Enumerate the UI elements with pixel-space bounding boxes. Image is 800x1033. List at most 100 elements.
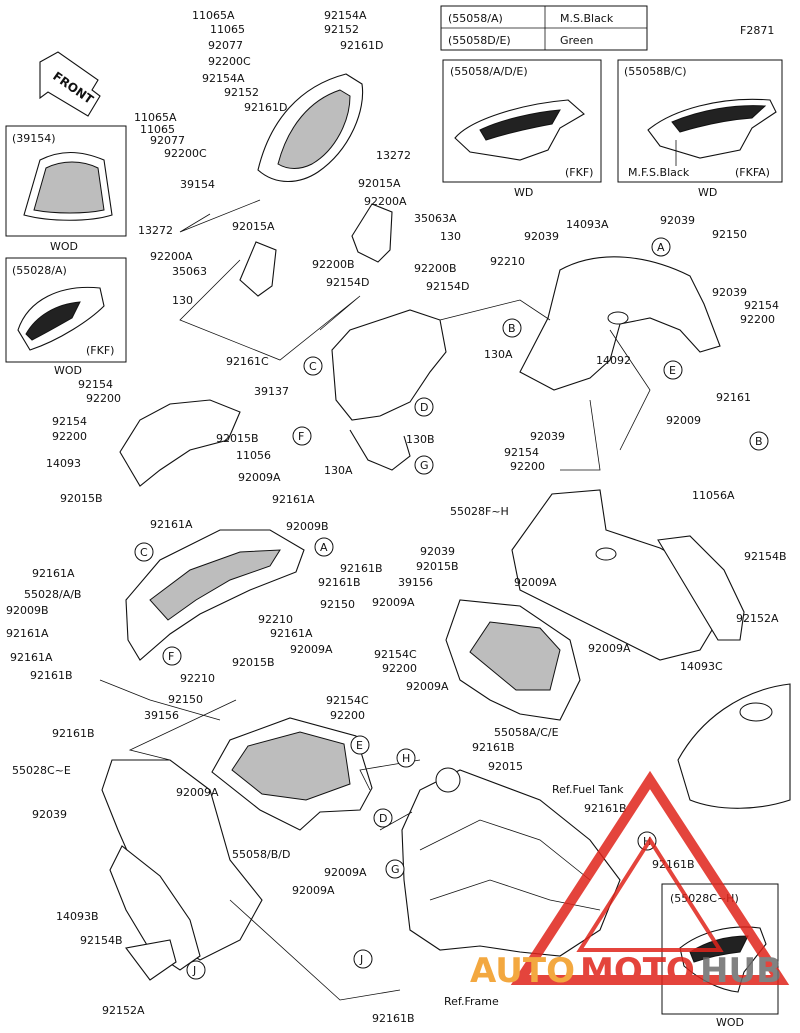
callout-f-1: F [292,426,312,446]
part-label: 92200A [150,250,193,263]
part-label: 92015B [60,492,103,505]
part-label: 92009A [292,884,335,897]
part-label: 55028/A/B [24,588,81,601]
svg-text:E: E [669,364,676,377]
part-label: 39156 [398,576,433,589]
part-label: 39154 [180,178,215,191]
inset-nose-sub: WOD [54,364,82,377]
callout-e-2: E [350,735,370,755]
watermark-text-b: MOTO [580,951,695,991]
cowl-14093C [657,535,745,641]
part-label: 92009B [6,604,49,617]
svg-text:J: J [192,964,196,977]
part-label: 92154 [78,378,113,391]
part-label: Ref.Fuel Tank [552,783,624,796]
part-label: 92200 [86,392,121,405]
inner-panel-14093A [519,256,721,391]
svg-text:B: B [755,435,763,448]
part-label: 55058/B/D [232,848,290,861]
part-label: 92161B [30,669,73,682]
part-label: 92039 [524,230,559,243]
inset-cowl-left-color: M.F.S.Black [628,166,690,179]
inset-cowl-right-sub: WD [514,186,533,199]
inset-cowl-right-note: (FKF) [565,166,593,179]
part-label: 92161B [372,1012,415,1025]
svg-text:D: D [420,401,428,414]
part-label: 92152 [324,23,359,36]
part-label: 92009A [406,680,449,693]
part-label: 92200B [414,262,457,275]
watermark-text-c: HUB [700,951,782,991]
part-label: 92200 [382,662,417,675]
part-label: 92154B [744,550,787,563]
callout-b-2: B [749,431,769,451]
part-label: 92152 [224,86,259,99]
part-label: 92039 [660,214,695,227]
side-cowl-55058B [211,717,373,831]
part-label: 35063A [414,212,457,225]
part-label: 14093B [56,910,99,923]
bracket-35063 [239,241,277,297]
svg-text:C: C [140,546,148,559]
part-label: 92009B [286,520,329,533]
svg-text:E: E [356,739,363,752]
svg-text:D: D [379,812,387,825]
part-label: 92161A [6,627,49,640]
callout-g-2: G [385,859,405,879]
part-label: 92154C [374,648,417,661]
callout-h-1: H [396,748,416,768]
inset-cowl-right: (55058/A/D/E) (FKF) WD [442,59,602,199]
callout-a-1: A [651,237,671,257]
watermark-text-a: AUTO [470,951,575,991]
part-label: 92009A [588,642,631,655]
part-label: 92015A [358,177,401,190]
part-label: 92009A [290,643,333,656]
svg-text:G: G [391,863,400,876]
callout-j-1: J [353,949,373,969]
part-label: 55028C~E [12,764,71,777]
part-label: 92161B [340,562,383,575]
part-label: 92200 [740,313,775,326]
part-label: 92009A [372,596,415,609]
svg-text:G: G [420,459,429,472]
part-label: 92161A [270,627,313,640]
callout-b-1: B [502,318,522,338]
upper-bracket-39137 [331,309,447,471]
part-label: 11056 [236,449,271,462]
part-label: 130 [440,230,461,243]
part-label: 92154C [326,694,369,707]
part-label: 92077 [208,39,243,52]
part-label: 92161B [652,858,695,871]
part-label: 14092 [596,354,631,367]
part-label: 92154A [324,9,367,22]
color-table: (55058/A) M.S.Black (55058D/E) Green [440,5,648,51]
part-label: 35063 [172,265,207,278]
part-label: 92200B [312,258,355,271]
part-label: 11065A [192,9,235,22]
callout-g-1: G [414,455,434,475]
windshield-part [257,73,364,182]
part-label: 92015A [232,220,275,233]
part-label: 39137 [254,385,289,398]
callout-c-2: C [134,542,154,562]
svg-text:A: A [320,541,328,554]
callout-e-1: E [663,360,683,380]
svg-text:H: H [402,752,410,765]
part-label: 92009 [666,414,701,427]
color-code-1: (55058/A) [448,12,503,25]
part-label: 14093A [566,218,609,231]
part-label: 92161A [272,493,315,506]
inset-cowl-left: (55058B/C) M.F.S.Black (FKFA) WD [617,59,783,199]
part-label: 11056A [692,489,735,502]
callout-a-2: A [314,537,334,557]
inset-windshield-title: (39154) [12,132,56,145]
part-label: 92009A [514,576,557,589]
svg-text:B: B [508,322,516,335]
part-label: 92152A [736,612,779,625]
color-code-2: (55058D/E) [448,34,511,47]
part-label: 92200C [164,147,207,160]
part-label: 92154D [426,280,469,293]
part-labels: 11065A 11065 92077 92200C 92154A 92152 9… [6,9,787,1025]
part-label: 92154 [504,446,539,459]
leader-lines [99,199,651,1001]
